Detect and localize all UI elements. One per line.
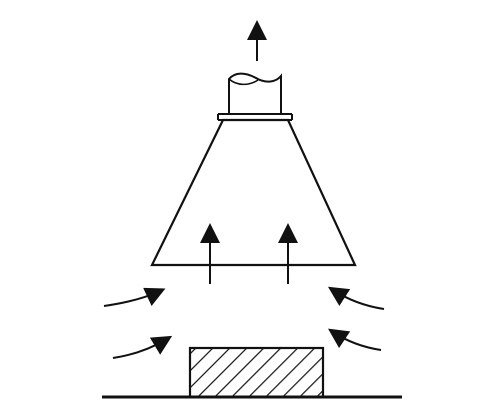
inflow-arrow-left-lower: [112, 335, 173, 359]
contaminant-source: [188, 346, 325, 399]
duct-top-curve: [228, 78, 259, 86]
exhaust-hood: [150, 118, 357, 267]
exhaust-duct: [228, 72, 282, 114]
inflow-arrow-left-upper: [103, 287, 166, 307]
inflow-arrow-right-lower: [328, 328, 382, 351]
inflow-arrow-right-upper: [327, 286, 385, 310]
